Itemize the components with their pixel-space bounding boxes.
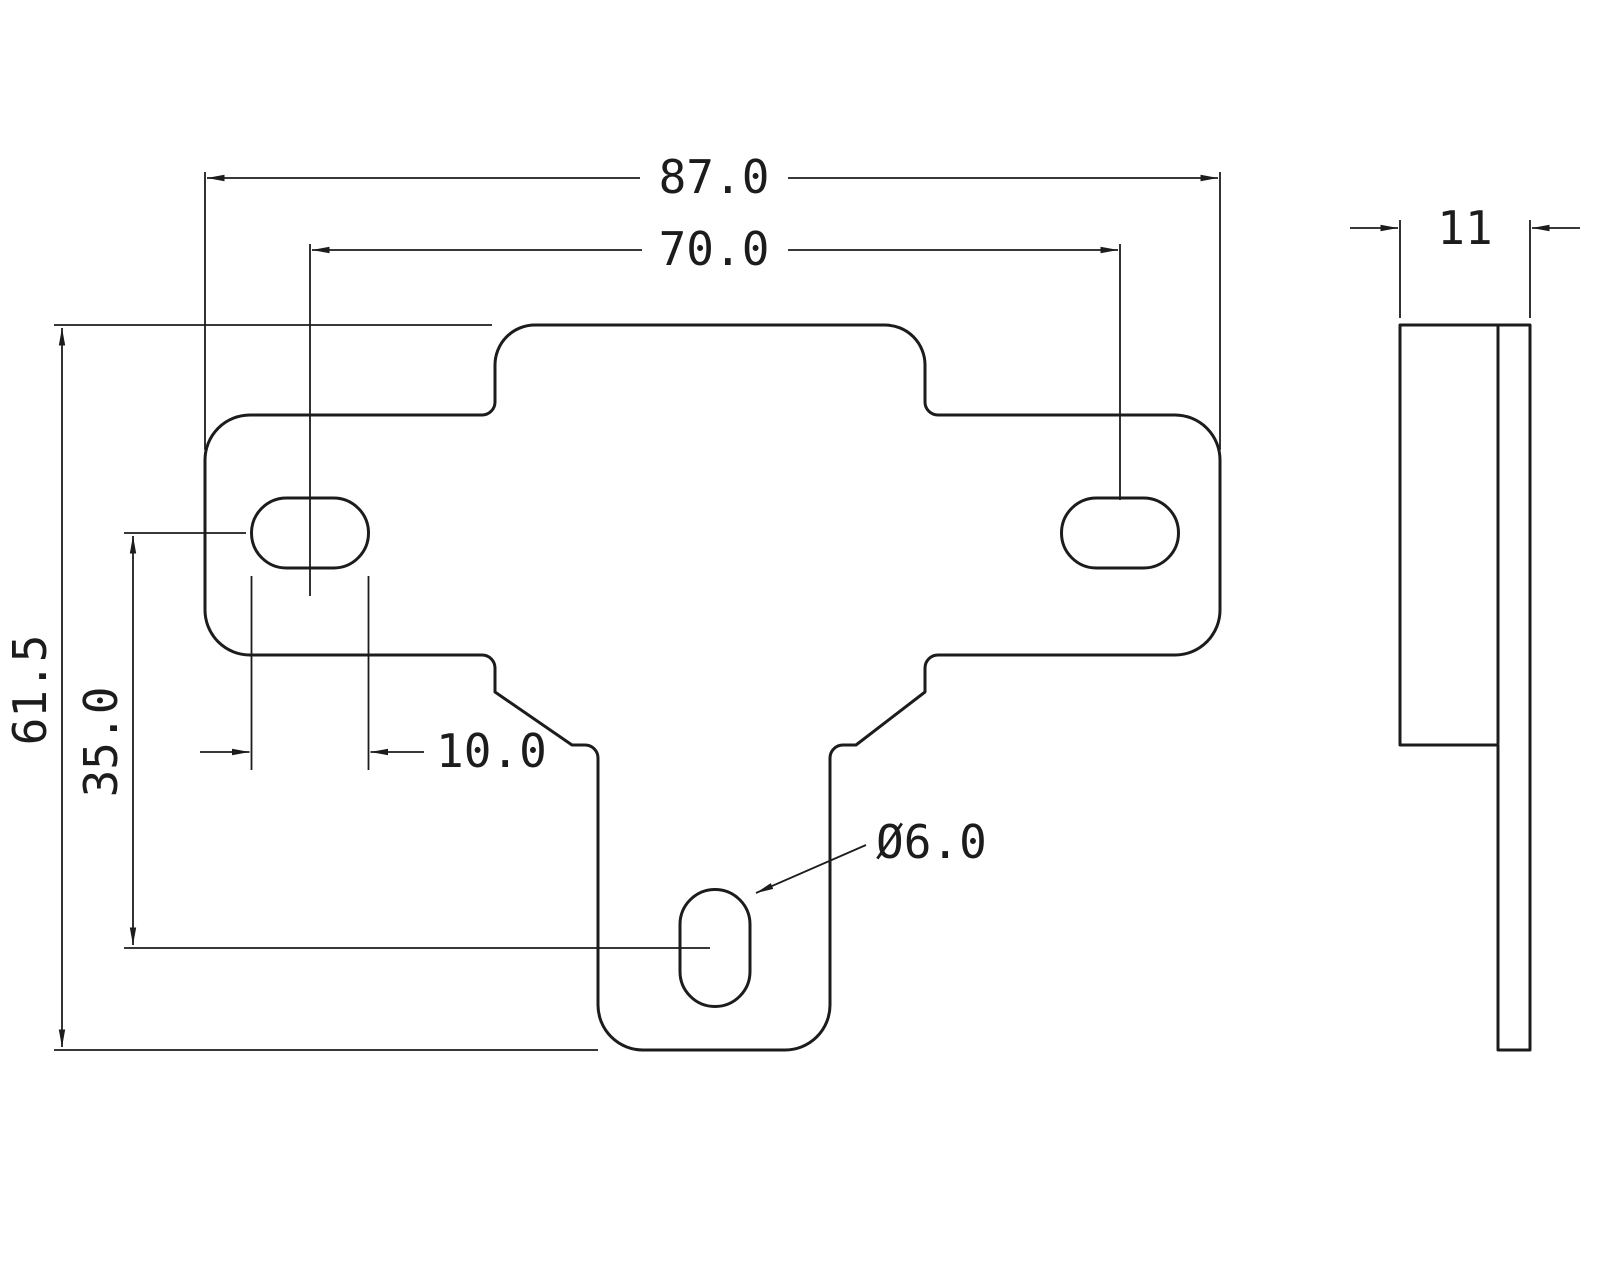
side-view-outline (1398, 323, 1532, 1052)
front-view (203, 323, 1222, 1052)
dim-label-hole-diameter: Ø6.0 (876, 815, 987, 869)
dim-label-thickness: 11 (1437, 201, 1492, 255)
dimension-hole-spacing: 70.0 (309, 222, 1121, 596)
dimension-overall-height: 61.5 (3, 324, 598, 1051)
dimension-overall-width: 87.0 (204, 150, 1221, 450)
dimension-vertical-hole-spacing: 35.0 (74, 532, 710, 949)
dimension-slot-length: 10.0 (200, 576, 547, 778)
callout-hole-diameter: Ø6.0 (755, 815, 987, 894)
dim-label-overall-width: 87.0 (659, 150, 770, 204)
dim-label-vertical-hole-spacing: 35.0 (74, 687, 128, 798)
dim-label-overall-height: 61.5 (3, 635, 57, 746)
front-view-outline (203, 323, 1222, 1052)
side-view (1398, 323, 1532, 1052)
dimension-thickness: 11 (1350, 201, 1580, 318)
right-mounting-slot (1060, 496, 1180, 570)
dim-label-slot-length: 10.0 (436, 724, 547, 778)
dim-label-hole-spacing: 70.0 (659, 222, 770, 276)
